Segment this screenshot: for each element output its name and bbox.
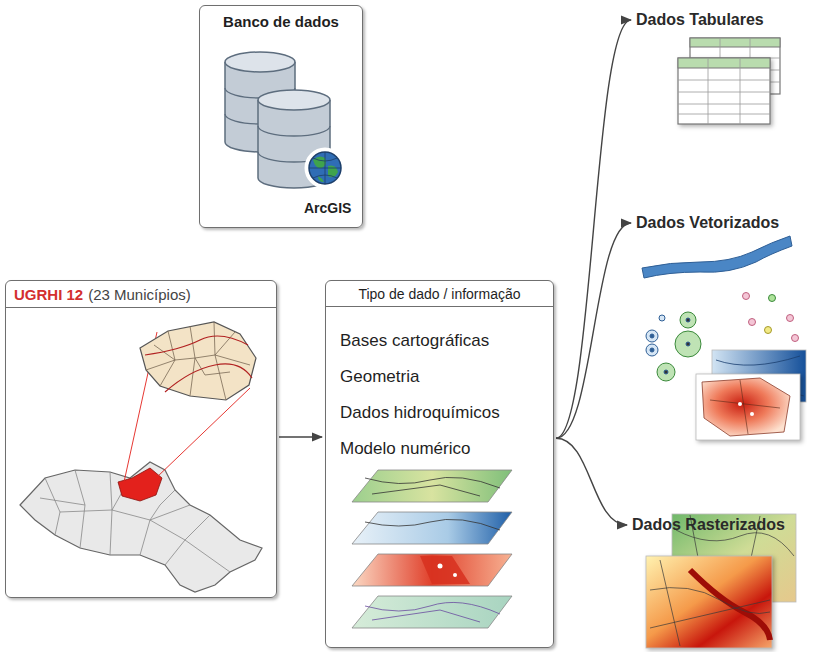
output-label: Dados Rasterizados <box>630 514 787 536</box>
layer-stack-part <box>365 602 500 622</box>
vector-illustration-part <box>750 412 754 416</box>
globe-icon-part <box>309 152 341 184</box>
layer-stack-part <box>420 556 470 584</box>
layer-stack-part <box>438 564 443 569</box>
connector-arrow <box>556 20 631 438</box>
vector-illustration-part-part <box>657 363 675 381</box>
layer-stack-part <box>365 477 500 496</box>
raster-illustration-part <box>646 556 772 648</box>
box-title: Banco de dados <box>200 6 362 30</box>
vector-illustration-part <box>696 374 800 440</box>
box-header: Tipo de dado / informação <box>326 281 553 307</box>
state-map-part <box>118 468 162 501</box>
layer-stack-part <box>352 470 512 502</box>
data-type-box: Tipo de dado / informaçãoBases cartográf… <box>325 280 554 648</box>
globe-icon-part <box>309 152 341 184</box>
vector-illustration-part-part <box>646 344 658 356</box>
layer-stack-part <box>352 554 512 586</box>
vector-illustration-part-part <box>792 335 799 342</box>
vector-illustration-part <box>710 380 780 434</box>
vector-illustration-part-part <box>646 330 658 342</box>
state-map-part <box>20 462 262 592</box>
raster-illustration-part <box>690 570 770 640</box>
layer-stack-part <box>453 573 457 577</box>
inset-map <box>140 322 256 400</box>
raster-illustration <box>646 514 796 648</box>
vector-illustration-part-part <box>787 315 794 322</box>
connector-arrow <box>279 436 322 437</box>
box-header: UGRHI 12 (23 Municípios) <box>6 281 276 308</box>
layer-stack-part <box>365 519 500 530</box>
list-item: Modelo numérico <box>326 439 553 459</box>
vector-illustration-part-part <box>686 318 690 322</box>
vector-illustration-part-part <box>650 348 654 352</box>
vector-illustration-part-part <box>659 315 665 321</box>
inset-map-part <box>140 322 256 400</box>
region-name: UGRHI 12 <box>14 286 83 303</box>
table-icon-part <box>690 38 780 47</box>
vector-illustration-part-part <box>664 370 668 374</box>
output-label: Dados Tabulares <box>634 9 766 31</box>
output-label: Dados Vetorizados <box>634 212 781 234</box>
raster-illustration-part <box>650 560 770 646</box>
output-label: Dados Tabulares <box>634 9 766 31</box>
vector-illustration-part-part <box>765 327 772 334</box>
globe-icon-part <box>313 156 338 182</box>
region-count: (23 Municípios) <box>88 286 191 303</box>
list-item: Bases cartográficas <box>326 331 553 351</box>
database-icon-part <box>258 90 330 110</box>
logo-label: ArcGIS <box>304 200 351 216</box>
database-box: Banco de dadosArcGIS <box>199 5 363 228</box>
connector-arrow <box>556 438 627 525</box>
vector-illustration-part-part <box>686 342 690 346</box>
vector-illustration-part-part <box>680 312 696 328</box>
vector-illustration-part <box>738 402 742 406</box>
table-icon <box>678 38 780 124</box>
vector-illustration-part-part <box>675 331 701 357</box>
layer-stack-part <box>352 512 512 544</box>
globe-icon-part <box>306 149 344 187</box>
vector-illustration-part-part <box>743 293 750 300</box>
output-label: Dados Rasterizados <box>630 514 787 536</box>
connector-arrow <box>556 223 631 438</box>
inset-map-part <box>145 336 252 392</box>
output-label: Dados Vetorizados <box>634 212 781 234</box>
list-item: Dados hidroquímicos <box>326 403 553 423</box>
table-icon-part <box>678 58 770 68</box>
list-item: Geometria <box>326 367 553 387</box>
vector-illustration <box>642 236 806 440</box>
layer-stack <box>352 470 512 628</box>
vector-illustration-part <box>642 236 792 278</box>
vector-illustration-part-part <box>650 334 654 338</box>
layer-stack-part <box>352 596 512 628</box>
inset-map-part <box>146 322 250 400</box>
table-icon-part <box>678 58 770 124</box>
vector-illustration-part-part <box>769 295 776 302</box>
database-icon-part <box>225 52 295 72</box>
vector-illustration-part <box>702 378 790 436</box>
globe-icon <box>306 149 344 187</box>
region-box: UGRHI 12 (23 Municípios) <box>5 280 277 598</box>
vector-illustration-part-part <box>749 319 756 326</box>
table-icon-part <box>678 58 770 124</box>
